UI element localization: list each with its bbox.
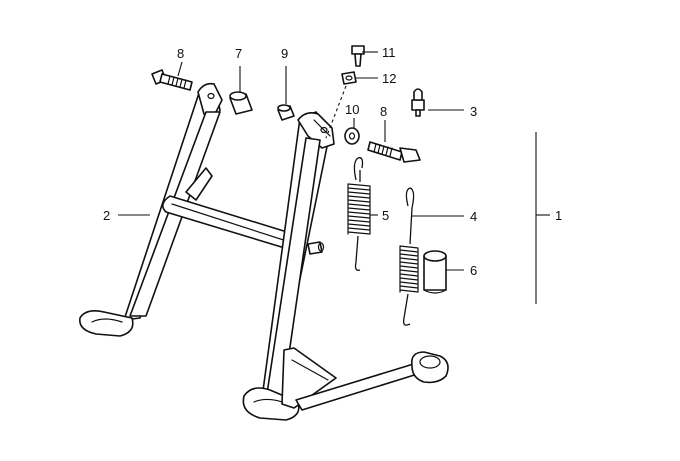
center-stand	[79, 82, 449, 421]
washer	[344, 127, 360, 145]
callout-6: 6	[470, 263, 477, 278]
callout-12: 12	[382, 71, 396, 86]
callout-1: 1	[555, 208, 562, 223]
callout-8-right: 8	[380, 104, 387, 119]
callout-11: 11	[382, 45, 396, 60]
bolt-right	[367, 141, 421, 163]
grease-nipple	[411, 88, 425, 117]
screw-small	[351, 45, 365, 67]
callout-7: 7	[235, 46, 242, 61]
spring-short	[347, 157, 371, 271]
callout-labels: 1 2 3 4 5 6 7 8 8 9 10 11 12	[103, 45, 562, 278]
callout-5: 5	[382, 208, 389, 223]
leader-lines	[118, 51, 550, 304]
sleeve	[423, 250, 447, 294]
callout-4: 4	[470, 209, 477, 224]
callout-3: 3	[470, 104, 477, 119]
callout-9: 9	[281, 46, 288, 61]
small-nut	[341, 71, 357, 85]
bushing	[229, 91, 253, 115]
spring-long	[399, 187, 419, 326]
bolt-left	[151, 69, 193, 91]
nut	[277, 104, 295, 121]
callout-2: 2	[103, 208, 110, 223]
callout-10: 10	[345, 102, 359, 117]
callout-8-left: 8	[177, 46, 184, 61]
